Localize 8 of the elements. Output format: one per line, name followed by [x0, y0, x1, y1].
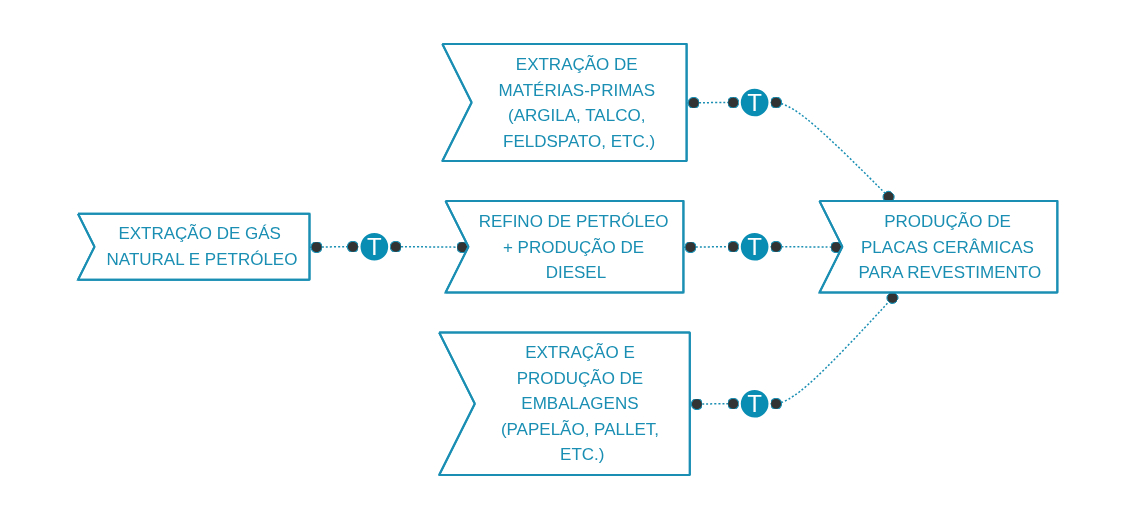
- connector: [686, 96, 741, 109]
- connector: [689, 397, 741, 411]
- node-circle: T: [358, 230, 391, 263]
- connector: [683, 240, 741, 254]
- connector: [309, 240, 361, 254]
- node-circle: T: [739, 86, 771, 119]
- node-circle: T: [739, 230, 771, 263]
- node-circle: T: [739, 387, 771, 420]
